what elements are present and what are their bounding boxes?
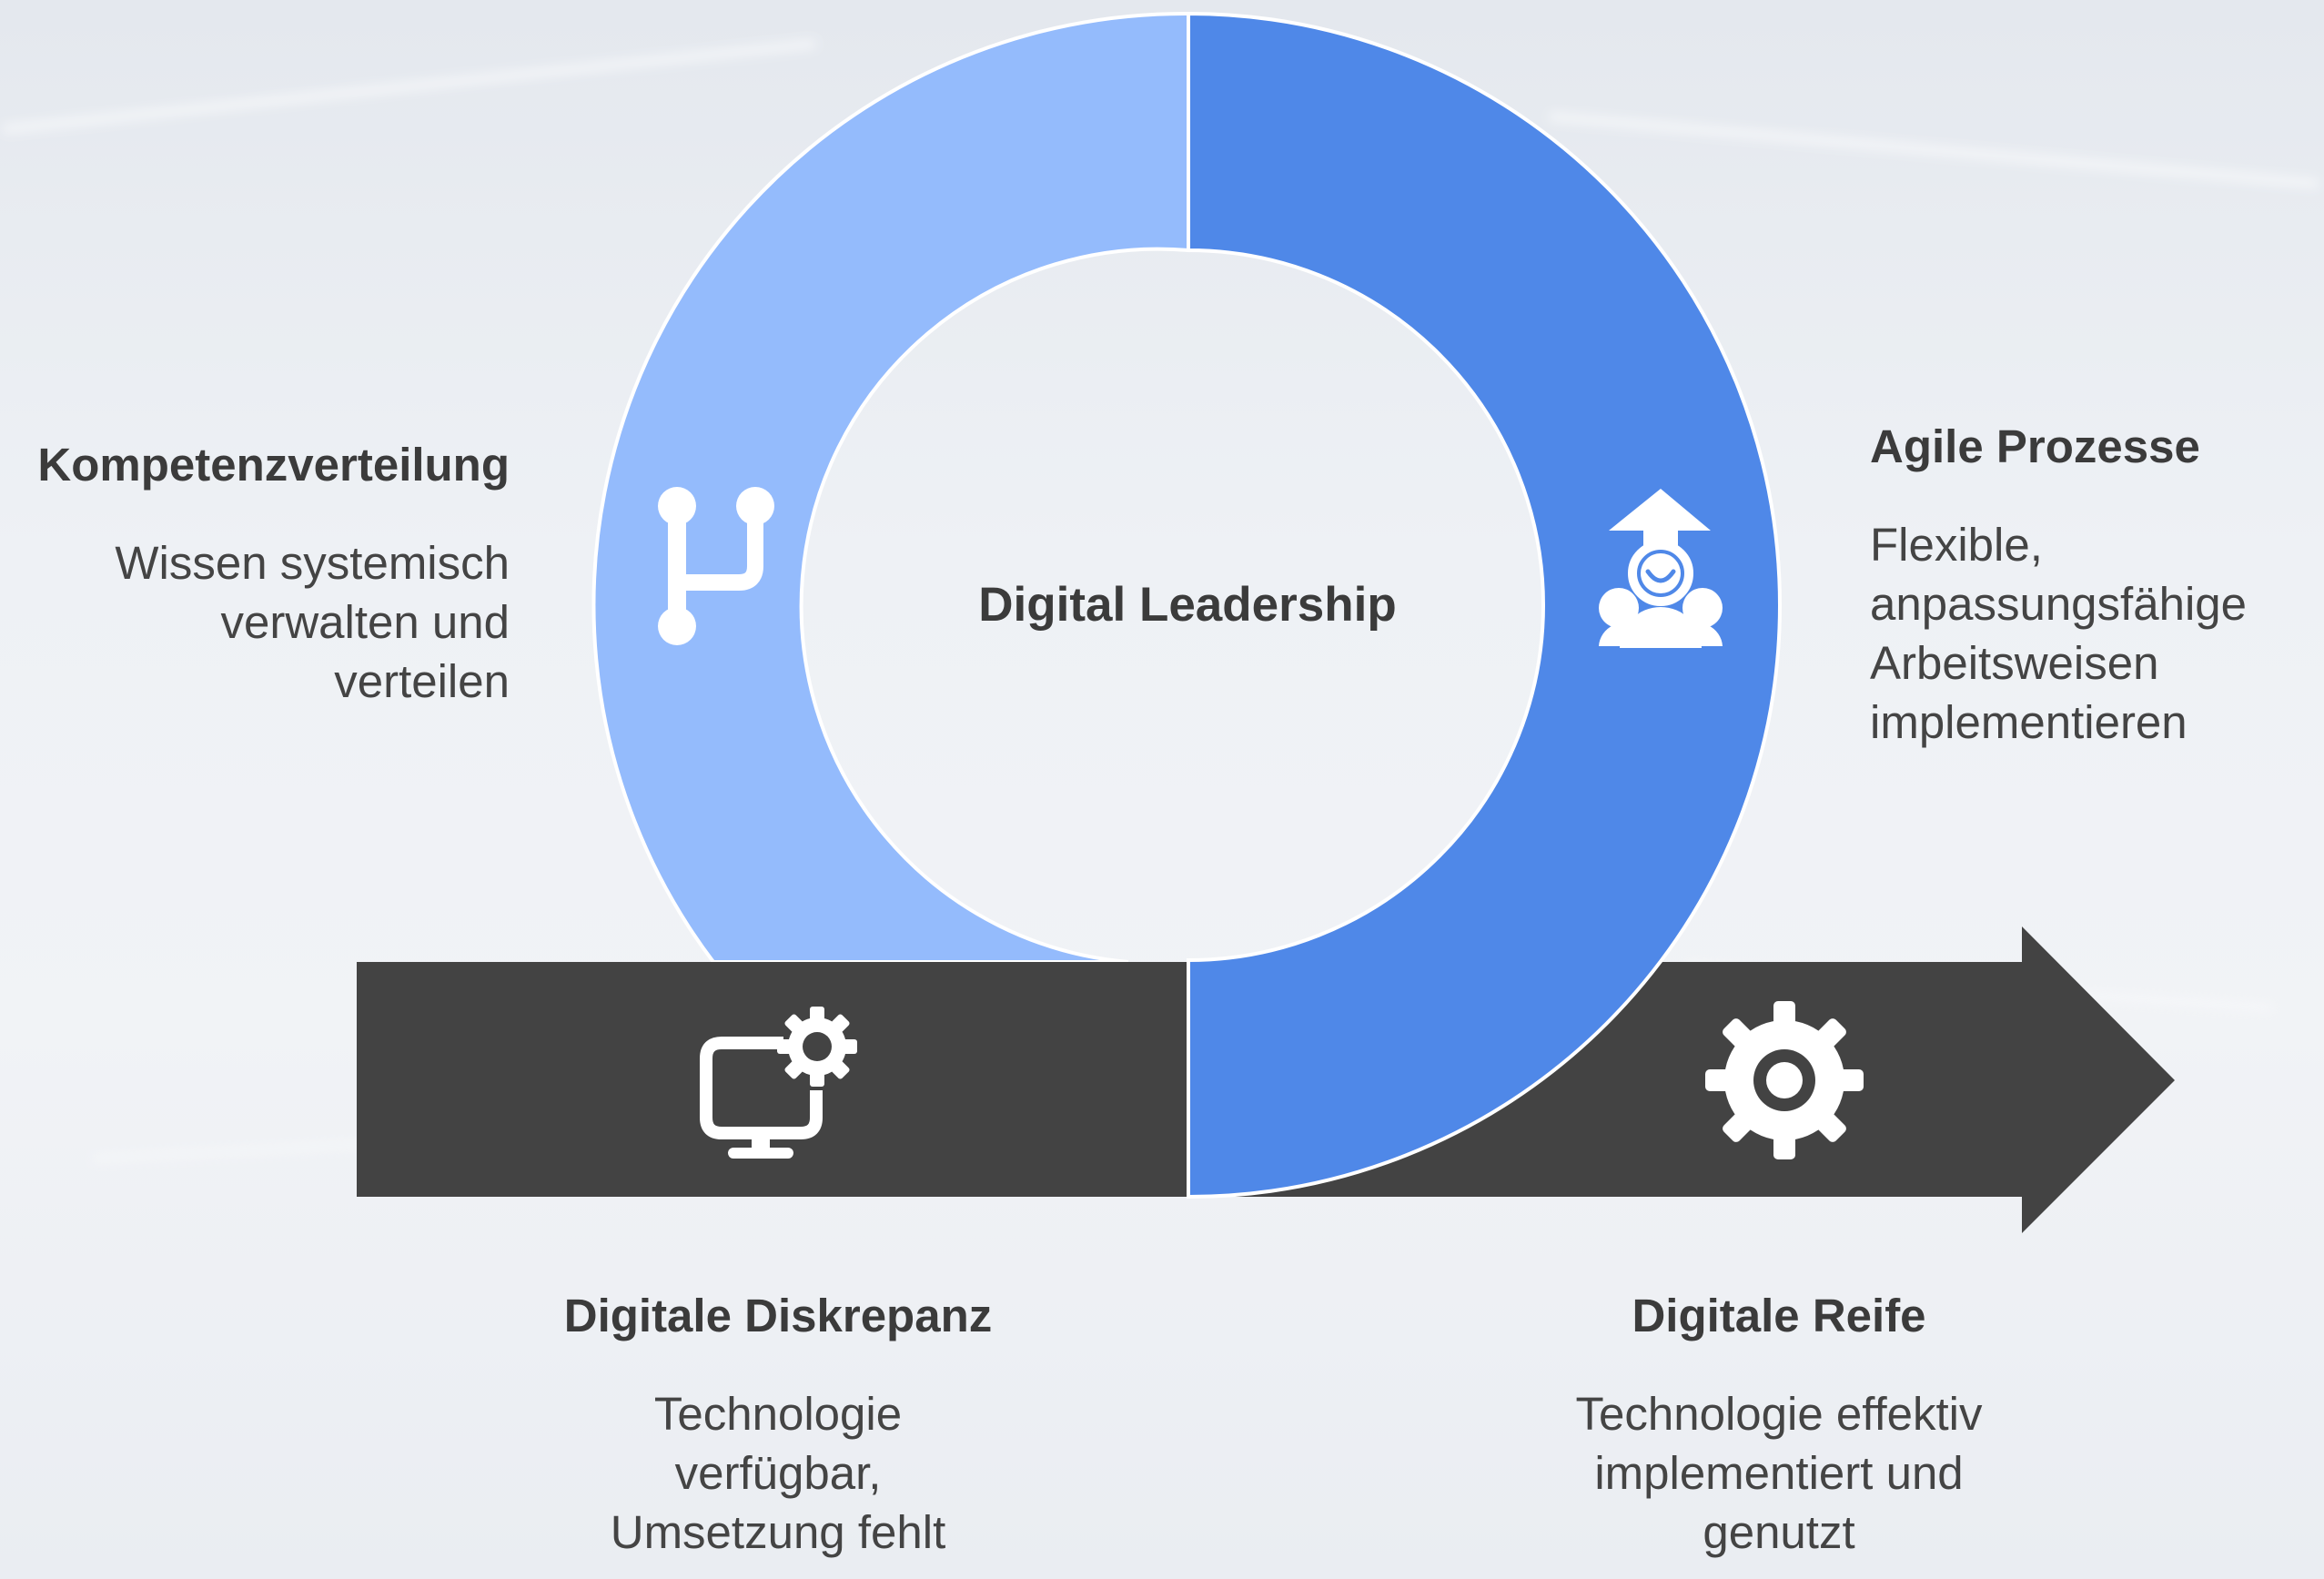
center-title: Digital Leadership <box>978 578 1397 632</box>
label-description: Technologie effektiv implementiert und g… <box>1575 1388 1983 1558</box>
computer-settings-icon <box>700 1007 857 1159</box>
label-description: Flexible, anpassungsfähige Arbeitsweisen… <box>1870 519 2248 748</box>
label-digitale-reife: Digitale Reife Technologie effektiv impl… <box>1511 1288 2047 1562</box>
label-kompetenzverteilung: Kompetenzverteilung Wissen systemisch ve… <box>18 437 510 711</box>
label-title: Kompetenzverteilung <box>37 439 510 491</box>
label-title: Digitale Reife <box>1632 1290 1926 1341</box>
label-description: Wissen systemisch verwalten und verteile… <box>115 537 510 707</box>
label-title: Digitale Diskrepanz <box>563 1290 993 1341</box>
label-agile-prozesse: Agile Prozesse Flexible, anpassungsfähig… <box>1870 419 2307 752</box>
label-title: Agile Prozesse <box>1870 420 2200 472</box>
label-digitale-diskrepanz: Digitale Diskrepanz Technologie verfügba… <box>510 1288 1046 1562</box>
label-description: Technologie verfügbar, Umsetzung fehlt <box>610 1388 946 1558</box>
team-growth-icon <box>1599 489 1723 648</box>
ring-segment-agile-prozesse <box>1187 11 1782 1199</box>
gear-icon <box>1705 1001 1864 1159</box>
branch-icon <box>658 487 774 645</box>
ring-segment-kompetenzverteilung <box>591 11 1190 964</box>
